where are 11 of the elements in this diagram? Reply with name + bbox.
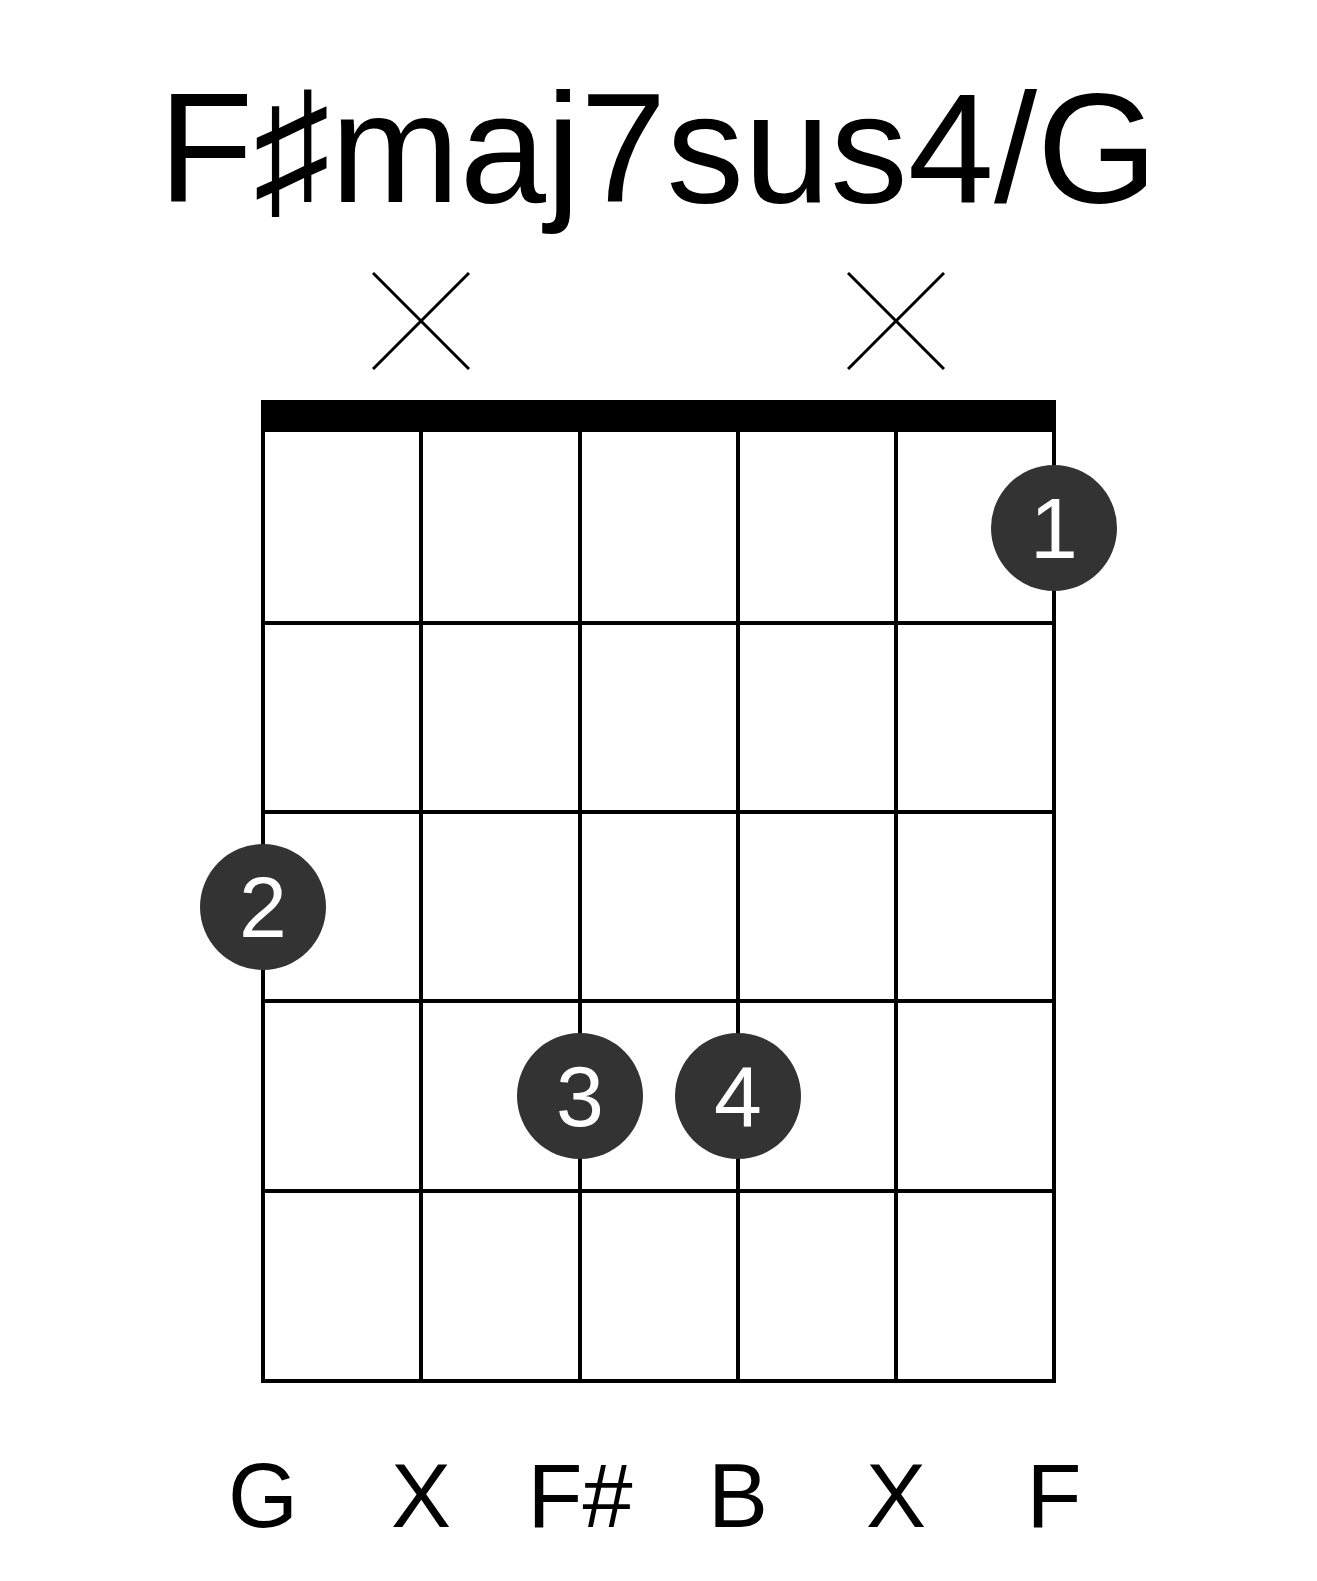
string-note-label: B xyxy=(708,1447,768,1546)
finger-number-dot: 3 xyxy=(517,1033,643,1159)
string-note-label: F# xyxy=(527,1447,633,1546)
finger-number-dot: 2 xyxy=(200,843,326,970)
string-note-label: F xyxy=(1026,1447,1082,1546)
string-note-label: G xyxy=(228,1447,298,1546)
finger-number-dot: 4 xyxy=(675,1033,801,1159)
string-note-label: X xyxy=(391,1447,451,1546)
finger-number-dot: 1 xyxy=(991,464,1117,591)
string-note-label: X xyxy=(866,1447,926,1546)
chord-title: F♯maj7sus4/G xyxy=(157,61,1159,237)
